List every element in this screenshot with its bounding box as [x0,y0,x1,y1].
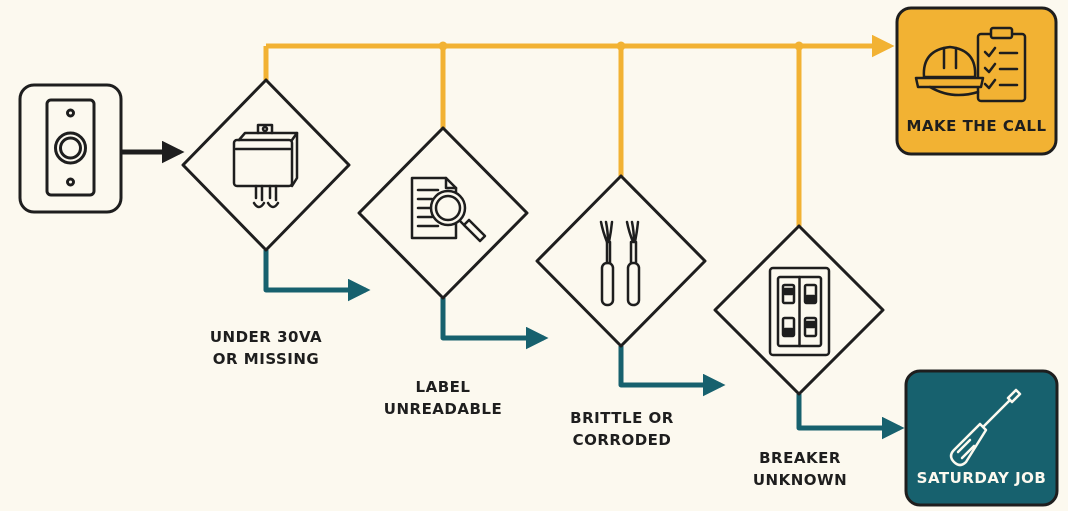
diy-connectors [263,250,905,440]
diy-branch-2 [440,298,549,350]
check-label-3-line-2: CORRODED [572,431,672,449]
screwdriver-icon [949,388,1022,467]
check-label-4-line-2: UNKNOWN [752,471,848,489]
check-label-2-line-2: UNREADABLE [383,400,503,418]
outcome-escalate-label: MAKE THE CALL [906,117,1047,135]
check-node-4 [713,224,885,396]
check-label-1: UNDER 30VA OR MISSING [196,326,336,370]
check-label-1-line-2: OR MISSING [212,350,320,368]
check-node-3 [535,174,707,348]
check-node-1 [181,78,351,252]
start-node [18,83,123,214]
check-label-4-line-1: BREAKER [759,449,841,467]
diy-branch-4 [796,394,905,440]
escalation-connectors [263,34,895,226]
outcome-escalate [895,6,1058,156]
escalation-junctions [438,41,804,51]
magnifier-document-icon [410,176,487,243]
outcome-diy-label: SATURDAY JOB [916,469,1047,487]
outcome-diy [904,369,1059,507]
check-label-3-line-1: BRITTLE OR [570,409,674,427]
transformer-icon [232,123,299,209]
check-label-3: BRITTLE OR CORRODED [552,407,692,451]
check-label-2: LABEL UNREADABLE [373,376,513,420]
check-label-1-line-1: UNDER 30VA [209,328,323,346]
check-label-2-line-1: LABEL [415,378,471,396]
diy-branch-1 [263,250,371,302]
doorbell-button-icon [45,98,96,197]
diy-branch-3 [618,346,726,397]
breaker-panel-icon [768,266,831,357]
check-node-2 [357,126,529,300]
hardhat-clipboard-icon [914,26,1027,103]
wires-icon [599,220,641,307]
check-label-4: BREAKER UNKNOWN [730,447,870,491]
